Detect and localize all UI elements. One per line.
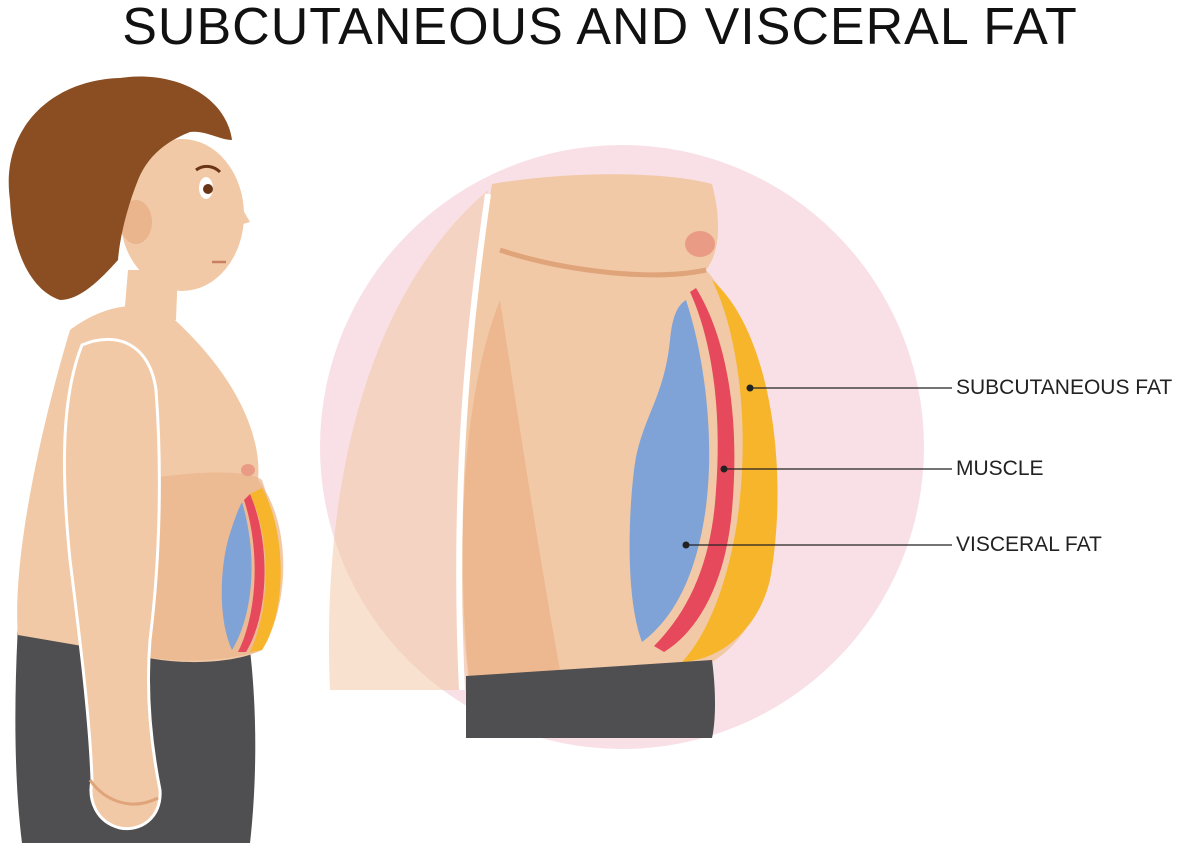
boy-arm xyxy=(62,337,162,831)
magnified-view xyxy=(320,145,924,749)
label-muscle: MUSCLE xyxy=(956,457,1044,480)
label-visceral-fat: VISCERAL FAT xyxy=(956,533,1102,556)
nipple xyxy=(685,231,715,257)
boy-figure xyxy=(8,76,284,843)
boy-hair xyxy=(8,76,232,300)
pants-closeup xyxy=(466,660,715,738)
boy-ear xyxy=(120,200,152,244)
boy-visceral-fat xyxy=(221,502,252,650)
boy-muscle xyxy=(238,494,265,652)
subcutaneous-fat-layer xyxy=(682,280,778,662)
muscle-layer xyxy=(654,288,735,652)
boy-head xyxy=(120,139,244,291)
boy-eye xyxy=(203,184,213,194)
leader-lines xyxy=(682,384,952,549)
boy-subcutaneous-fat xyxy=(250,488,281,652)
visceral-fat-region xyxy=(629,300,710,642)
label-subcutaneous-fat: SUBCUTANEOUS FAT xyxy=(956,376,1173,399)
page-title: SUBCUTANEOUS AND VISCERAL FAT xyxy=(122,0,1078,56)
